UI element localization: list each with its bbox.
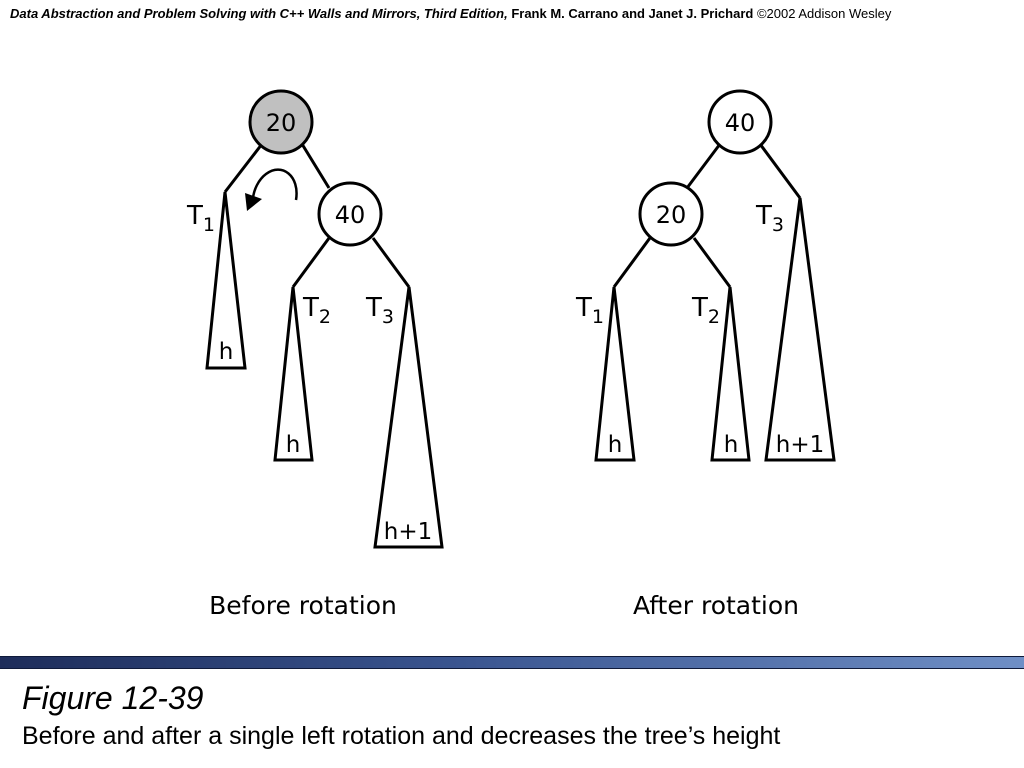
edge-before-40-t2 xyxy=(291,237,331,288)
divider-bar xyxy=(0,656,1024,669)
edge-before-root-40 xyxy=(300,143,331,189)
caption-after: After rotation xyxy=(633,591,799,620)
height-before-t3: h+1 xyxy=(384,519,432,545)
edge-after-root-20 xyxy=(682,143,722,193)
height-before-t1: h xyxy=(219,339,234,365)
copyright: ©2002 Addison Wesley xyxy=(756,6,892,21)
height-after-t3: h+1 xyxy=(776,432,824,458)
label-before-t3: T3 xyxy=(365,293,394,328)
rotation-diagram: 20 40 T1 T2 T3 h h h+1 40 20 T1 T2 T3 h … xyxy=(186,89,836,620)
subtree-after-t1 xyxy=(594,286,636,462)
label-after-t2: T2 xyxy=(691,293,720,328)
subtree-before-t1 xyxy=(205,191,247,370)
label-after-t3: T3 xyxy=(755,201,784,236)
figure-title: Figure 12-39 xyxy=(22,680,204,716)
book-authors: Frank M. Carrano and Janet J. Prichard xyxy=(511,6,754,21)
height-after-t1: h xyxy=(608,432,623,458)
node-after-20-label: 20 xyxy=(656,201,687,229)
label-before-t2: T2 xyxy=(302,293,331,328)
height-after-t2: h xyxy=(724,432,739,458)
subtree-before-t2 xyxy=(273,286,314,462)
label-before-t1: T1 xyxy=(186,201,215,236)
caption-before: Before rotation xyxy=(209,591,397,620)
subtree-after-t3 xyxy=(764,197,836,462)
edge-after-20-t2 xyxy=(692,237,732,288)
edge-after-20-t1 xyxy=(612,237,652,288)
figure-caption: Before and after a single left rotation … xyxy=(22,722,781,750)
node-before-40 xyxy=(317,181,383,247)
node-before-20 xyxy=(248,89,314,155)
subtree-before-t3 xyxy=(373,286,444,549)
node-before-40-label: 40 xyxy=(335,201,366,229)
subtree-after-t2 xyxy=(710,286,751,462)
rotation-arrow-icon xyxy=(245,168,298,211)
edge-after-root-t3 xyxy=(758,143,802,199)
node-after-40 xyxy=(707,89,773,155)
node-before-20-label: 20 xyxy=(266,109,297,137)
node-after-20 xyxy=(638,181,704,247)
edge-before-40-t3 xyxy=(371,237,411,288)
node-after-40-label: 40 xyxy=(725,109,756,137)
height-before-t2: h xyxy=(286,432,301,458)
book-title: Data Abstraction and Problem Solving wit… xyxy=(10,6,508,21)
book-header: Data Abstraction and Problem Solving wit… xyxy=(10,6,891,21)
edge-before-root-t1 xyxy=(223,143,264,193)
label-after-t1: T1 xyxy=(575,293,604,328)
